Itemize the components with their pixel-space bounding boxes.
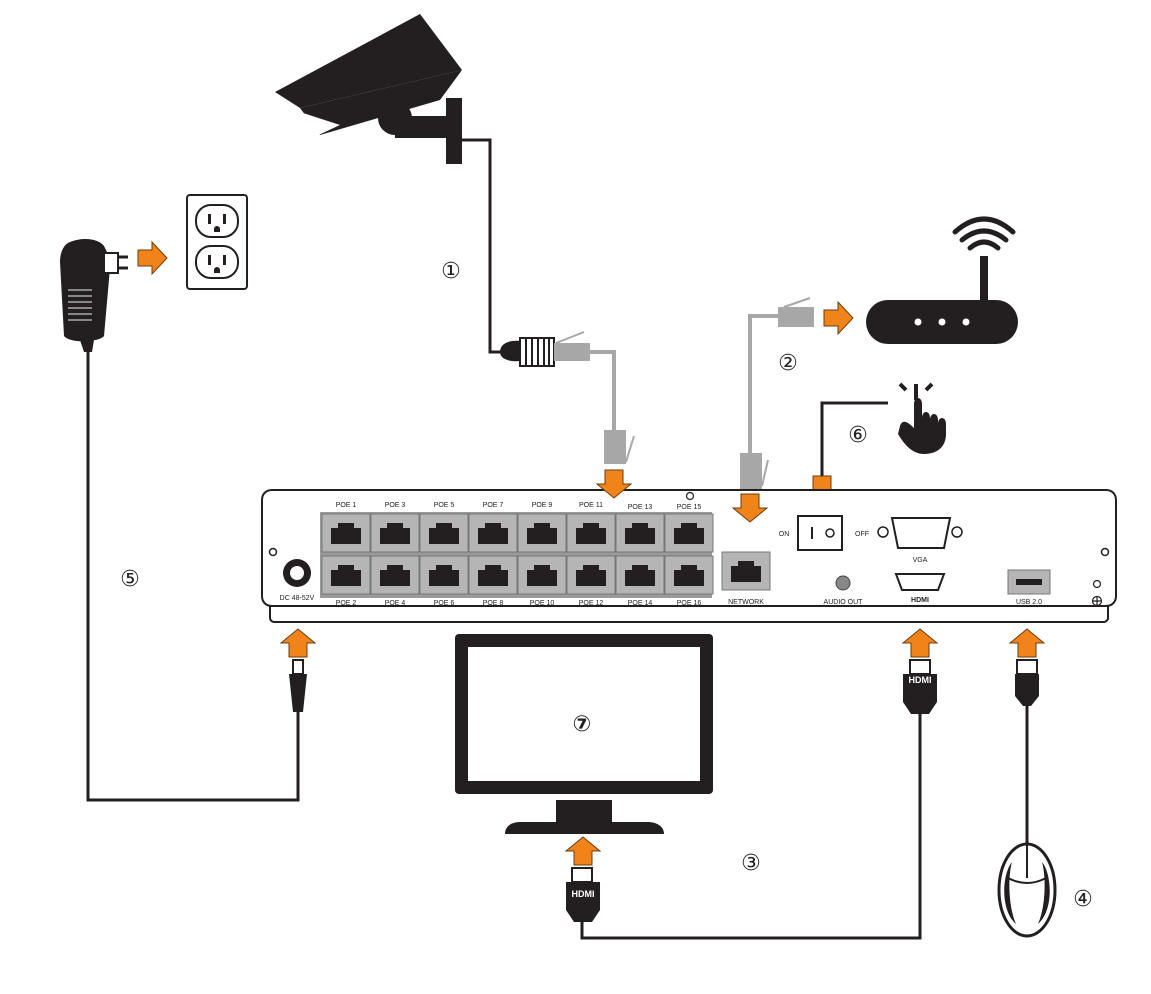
ground-icon bbox=[1091, 579, 1103, 607]
network-label: NETWORK bbox=[728, 599, 764, 606]
poe-label-bottom: POE 6 bbox=[434, 600, 455, 607]
outlet-icon bbox=[186, 194, 248, 290]
step-5-number: ⑤ bbox=[120, 567, 140, 592]
poe-port-13[interactable] bbox=[615, 513, 665, 553]
poe-label-top: POE 15 bbox=[677, 504, 702, 511]
rj45-plug-router bbox=[778, 297, 814, 327]
step-2-number: ② bbox=[778, 351, 798, 376]
poe-label-bottom: POE 14 bbox=[628, 600, 653, 607]
step-1-number: ① bbox=[441, 259, 461, 284]
network-cable bbox=[748, 314, 778, 455]
outlet-arrow bbox=[137, 241, 168, 275]
nvr-hdmi-arrow bbox=[902, 628, 938, 658]
rj45-plug-poe bbox=[604, 430, 635, 464]
vga-label: VGA bbox=[913, 557, 928, 564]
hdmi-port[interactable] bbox=[894, 573, 946, 591]
poe-port-3[interactable] bbox=[370, 513, 420, 553]
network-port[interactable] bbox=[721, 551, 771, 591]
poe-cable bbox=[590, 350, 616, 432]
poe-port-4[interactable] bbox=[370, 555, 420, 595]
poe-port-5[interactable] bbox=[419, 513, 469, 553]
step-4-number: ④ bbox=[1073, 887, 1093, 912]
poe-label-bottom: POE 2 bbox=[336, 600, 357, 607]
poe-label-top: POE 9 bbox=[532, 502, 553, 509]
audio-out-label: AUDIO OUT bbox=[824, 599, 864, 606]
router-icon bbox=[866, 256, 1018, 344]
dc-arrow bbox=[280, 628, 316, 658]
usb-label: USB 2.0 bbox=[1016, 599, 1042, 606]
poe-label-top: POE 7 bbox=[483, 502, 504, 509]
monitor-icon bbox=[455, 634, 713, 834]
poe-port-6[interactable] bbox=[419, 555, 469, 595]
poe-port-16[interactable] bbox=[664, 555, 714, 595]
power-switch-leader bbox=[820, 401, 888, 478]
poe-label-bottom: POE 10 bbox=[530, 600, 555, 607]
poe-port-7[interactable] bbox=[468, 513, 518, 553]
step-6-number: ⑥ bbox=[848, 423, 868, 448]
hdmi-plug-nvr: HDMI bbox=[903, 659, 937, 714]
hdmi-plug-monitor: HDMI bbox=[566, 867, 600, 922]
poe-label-top: POE 5 bbox=[434, 502, 455, 509]
dc-plug bbox=[289, 659, 307, 712]
camera-cable bbox=[462, 138, 512, 354]
usb-arrow bbox=[1009, 628, 1045, 658]
poe-port-15[interactable] bbox=[664, 513, 714, 553]
camera-icon bbox=[275, 14, 462, 164]
dc-power-jack bbox=[283, 559, 311, 587]
power-switch[interactable] bbox=[797, 515, 843, 551]
touch-hand-icon bbox=[898, 382, 946, 454]
poe-port-14[interactable] bbox=[615, 555, 665, 595]
audio-out-port[interactable] bbox=[835, 575, 851, 591]
poe-label-top: POE 1 bbox=[336, 502, 357, 509]
poe-label-bottom: POE 4 bbox=[385, 600, 406, 607]
dc-label: DC 48-52V bbox=[280, 595, 315, 602]
hdmi-plug-label-monitor: HDMI bbox=[572, 889, 595, 899]
router-arrow bbox=[823, 301, 854, 335]
on-label: ON bbox=[779, 531, 790, 538]
rj45-plug-network bbox=[740, 453, 769, 489]
poe-label-bottom: POE 12 bbox=[579, 600, 604, 607]
power-adapter-icon bbox=[60, 239, 128, 352]
rj45-plug-camera bbox=[500, 331, 590, 367]
off-label: OFF bbox=[855, 531, 869, 538]
mouse-icon bbox=[997, 842, 1057, 938]
poe-port-2[interactable] bbox=[321, 555, 371, 595]
poe-label-top: POE 13 bbox=[628, 504, 653, 511]
wifi-icon bbox=[952, 216, 1016, 251]
hdmi-plug-label-nvr: HDMI bbox=[909, 675, 932, 685]
poe-label-bottom: POE 16 bbox=[677, 600, 702, 607]
poe-port-9[interactable] bbox=[517, 513, 567, 553]
poe-port-10[interactable] bbox=[517, 555, 567, 595]
status-led bbox=[685, 491, 695, 501]
poe-label-top: POE 11 bbox=[579, 502, 603, 509]
step-3-number: ③ bbox=[741, 851, 761, 876]
hdmi-cable bbox=[580, 712, 922, 940]
poe-port-11[interactable] bbox=[566, 513, 616, 553]
vga-port[interactable] bbox=[877, 517, 963, 549]
step-7-number: ⑦ bbox=[573, 712, 592, 737]
power-cable bbox=[86, 352, 300, 802]
poe-label-top: POE 3 bbox=[385, 502, 406, 509]
hdmi-port-label: HDMI bbox=[911, 597, 929, 604]
poe-port-1[interactable] bbox=[321, 513, 371, 553]
poe-port-8[interactable] bbox=[468, 555, 518, 595]
usb-plug bbox=[1015, 659, 1039, 706]
monitor-hdmi-arrow bbox=[565, 836, 601, 866]
poe-label-bottom: POE 8 bbox=[483, 600, 504, 607]
usb-port[interactable] bbox=[1007, 569, 1051, 595]
poe-port-12[interactable] bbox=[566, 555, 616, 595]
